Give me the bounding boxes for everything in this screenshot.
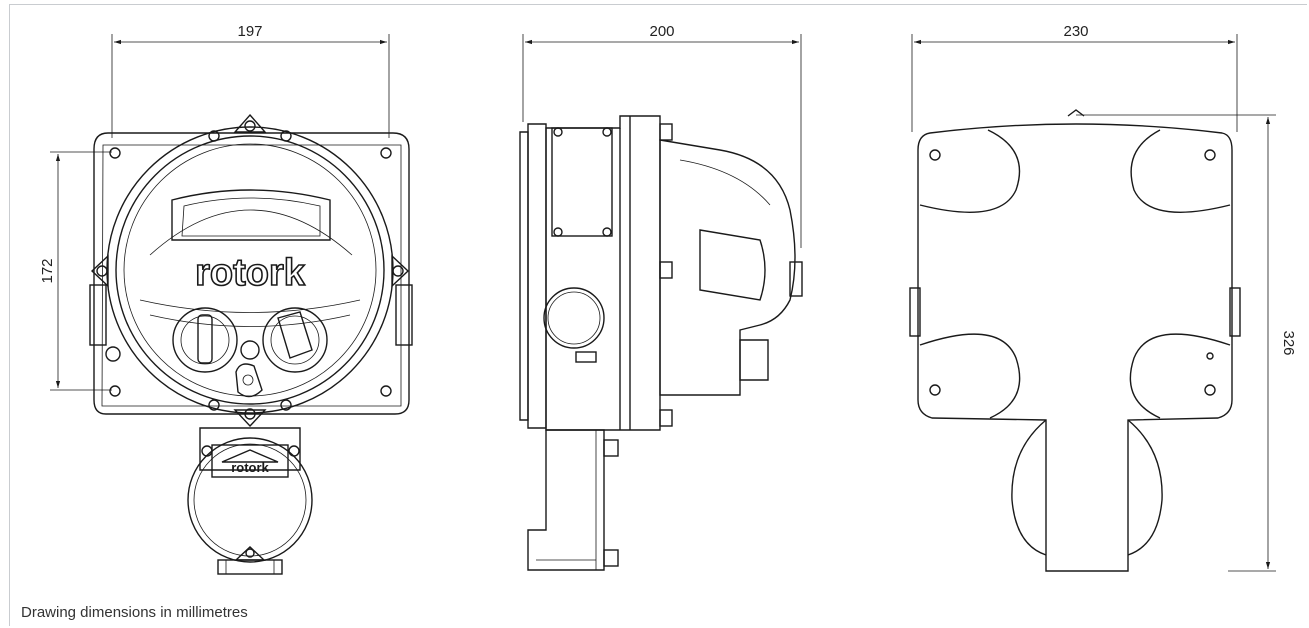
front-height-dimension: 172 — [39, 151, 112, 391]
rear-width-label: 230 — [1063, 23, 1088, 40]
rear-height-label: 326 — [1280, 330, 1297, 355]
front-width-dimension: 197 — [111, 23, 390, 138]
drawing-caption: Drawing dimensions in millimetres — [21, 604, 248, 621]
rear-height-dimension: 326 — [1076, 114, 1297, 572]
side-view: 200 — [519, 23, 803, 571]
drawing-frame — [9, 4, 1307, 626]
rotork-logo: rotork — [195, 252, 306, 294]
side-width-dimension: 200 — [522, 23, 802, 248]
front-height-label: 172 — [39, 258, 56, 283]
rear-width-dimension: 230 — [911, 23, 1238, 132]
front-width-label: 197 — [237, 23, 262, 40]
side-width-label: 200 — [649, 23, 674, 40]
front-view: 197 172 — [39, 23, 413, 575]
rear-view: 230 326 — [909, 23, 1297, 572]
rotork-small-logo: rotork — [231, 460, 269, 475]
